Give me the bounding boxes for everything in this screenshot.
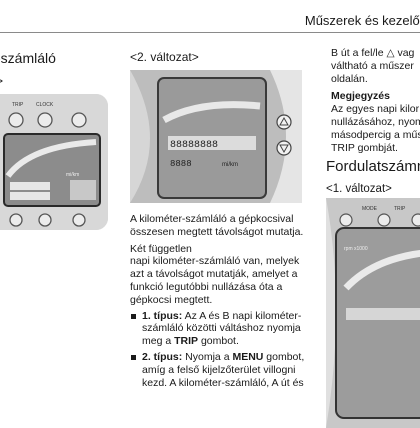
photo-label-trip: TRIP	[12, 102, 24, 108]
header-rule	[0, 32, 420, 33]
right-body: B út a fel/le △ vag váltható a műszer ol…	[331, 47, 420, 154]
middle-body: A kilométer-számláló a gépkocsival össze…	[130, 213, 310, 389]
bullet-type-1: 1. típus: Az A és B napi kilométer-száml…	[130, 310, 310, 348]
instrument-cluster-photo-1: TRIP CLOCK mi/km	[0, 94, 108, 230]
section-title-odometer: -számláló	[0, 50, 56, 66]
photo-label-rpm: rpm x1000	[344, 246, 368, 252]
note-text: Az egyes napi kilor nullázásához, nyom m…	[331, 103, 420, 154]
photo-label-trip-right: TRIP	[394, 206, 406, 212]
section-heading-tachometer: Fordulatszámmé	[326, 158, 420, 175]
bullet-type-2: 2. típus: Nyomja a MENU gombot, amíg a f…	[130, 351, 310, 389]
display-trip: 8888	[170, 159, 192, 169]
paragraph-label-independent: Két független	[130, 242, 192, 255]
photo-label-mode: MODE	[362, 206, 378, 212]
page-header-title: Műszerek és kezelősze	[304, 13, 420, 28]
variant-label-1: <1. változat>	[326, 183, 392, 195]
paragraph-trip-switch: B út a fel/le △ vag váltható a műszer ol…	[331, 47, 415, 85]
variant-label-2: <2. változat>	[130, 50, 199, 64]
photo-label-clock: CLOCK	[36, 102, 54, 108]
display-odometer: 88888888	[170, 140, 218, 151]
photo-label-unit: mi/km	[66, 172, 79, 178]
paragraph-trip-desc: napi kilométer-számláló van, melyek azt …	[130, 255, 300, 306]
paragraph-odometer-desc: A kilométer-számláló a gépkocsival össze…	[130, 213, 304, 238]
display-unit: mi/km	[222, 162, 238, 168]
note-title: Megjegyzés	[331, 90, 390, 103]
instrument-cluster-photo-3: MODE TRIP rpm x1000	[326, 198, 420, 428]
variant-label-left: >	[0, 74, 3, 88]
instrument-cluster-photo-2: 88888888 8888 mi/km	[130, 70, 302, 203]
